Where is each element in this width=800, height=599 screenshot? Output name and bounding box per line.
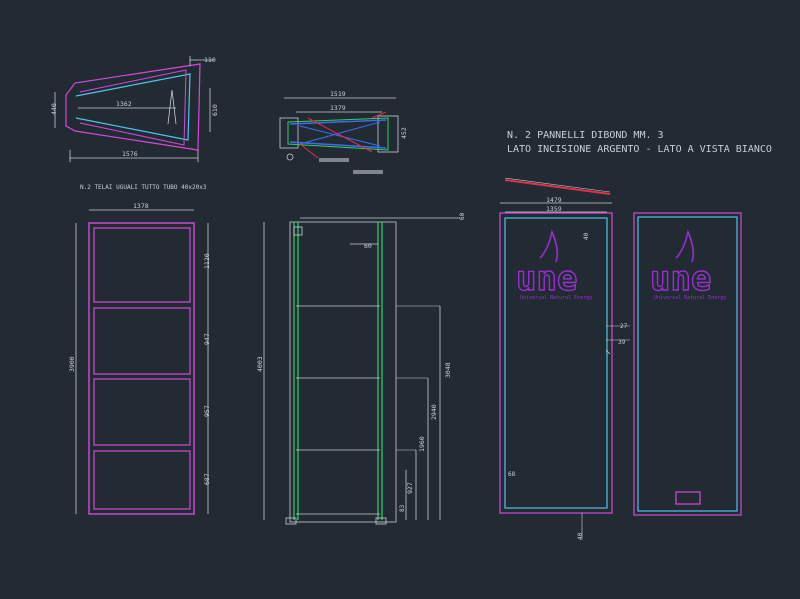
profile-inner-magenta: [79, 69, 187, 146]
profile-outer-magenta: [65, 63, 201, 151]
note-title-line1: N. 2 PANNELLI DIBOND MM. 3: [507, 130, 664, 141]
panel-left-logo: une: [516, 259, 577, 299]
dim-top-610: 610: [211, 104, 219, 116]
plan-view: 1519 1379 452: [279, 90, 408, 174]
dim-side-60-bay: 60: [364, 242, 372, 250]
logo-swoosh-icon: [675, 229, 695, 263]
panel-right-inner: [637, 216, 738, 512]
dim-front-3900: 3900: [68, 356, 76, 372]
dim-front-947: 947: [203, 333, 211, 345]
dim-front-687: 687: [203, 473, 211, 485]
panel-right-cutout: [675, 491, 701, 505]
front-frame-view: 1378 3900 1120 947 957 687: [68, 202, 211, 515]
profile-inner-cyan: [75, 73, 191, 141]
dim-panel-27: 27: [620, 323, 628, 330]
dim-panel-40-logo: 40: [583, 232, 590, 240]
panel-right-logo: une: [650, 259, 711, 299]
logo-swoosh-icon: [539, 229, 559, 263]
dim-plan-1519: 1519: [330, 90, 346, 98]
dim-panel-68: 68: [508, 471, 516, 478]
dim-top-440: 440: [50, 103, 58, 115]
panel-left-outer: [499, 212, 613, 514]
dim-plan-1379: 1379: [330, 104, 346, 112]
dim-plan-452: 452: [400, 127, 408, 139]
panel-edge-red: [504, 179, 611, 195]
dim-side-83: 83: [399, 504, 406, 512]
dim-panel-1479: 1479: [546, 196, 562, 204]
dim-front-957: 957: [203, 405, 211, 417]
side-frame-view: 4003 60 60 3048 2940 1960 927 83: [256, 212, 466, 525]
panel-right-outer: [633, 212, 742, 516]
dim-side-60-top: 60: [459, 212, 466, 220]
panel-right-logo-subtitle: Universal Natural Energy: [654, 295, 726, 301]
panel-left-inner: [504, 217, 608, 509]
dim-front-1120: 1120: [203, 253, 211, 269]
dim-top-1362: 1362: [116, 100, 132, 108]
dim-side-4003: 4003: [256, 356, 264, 372]
dim-front-1378: 1378: [133, 202, 149, 210]
dim-side-2940: 2940: [430, 404, 438, 420]
dim-top-1576: 1576: [122, 150, 138, 158]
dim-side-927: 927: [406, 482, 414, 494]
panel-left-logo-subtitle: Universal Natural Energy: [520, 295, 592, 301]
panel-left-view: 1479 1359 40 une Universal Natural Energ…: [499, 196, 630, 540]
dim-top-110: 110: [204, 56, 216, 64]
dim-panel-39: 39: [618, 339, 626, 346]
frames-caption: N.2 TELAI UGUALI TUTTO TUBO 40x20x3: [80, 184, 207, 191]
dim-panel-1359: 1359: [546, 205, 562, 213]
note-title-line2: LATO INCISIONE ARGENTO - LATO A VISTA BI…: [507, 144, 772, 155]
panel-right-view: une Universal Natural Energy: [633, 212, 742, 516]
top-profile-view: 110 1362 1576 440 610: [50, 56, 219, 162]
dim-side-1960: 1960: [418, 436, 426, 452]
front-frame-outer: [88, 222, 195, 515]
dim-side-3048: 3048: [444, 362, 452, 378]
dim-panel-40-bottom: 40: [577, 532, 584, 540]
